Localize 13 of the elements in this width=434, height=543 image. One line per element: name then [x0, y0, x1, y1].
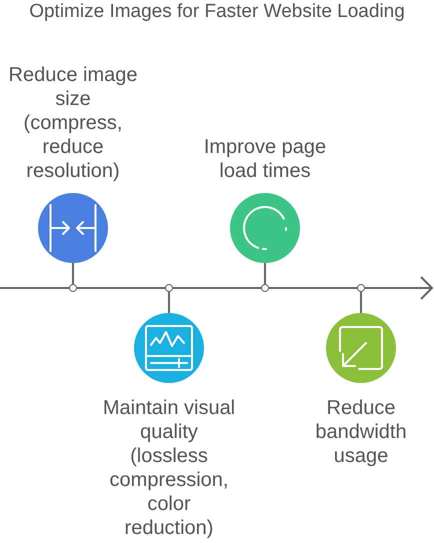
step-description: Reduce bandwidth usage	[314, 396, 408, 468]
step-description: Maintain visual quality (lossless compression, color reduction)	[102, 396, 236, 540]
timeline-dot	[261, 284, 269, 292]
connector-line	[72, 263, 74, 284]
connector-line	[168, 292, 170, 313]
timeline-dot	[357, 284, 365, 292]
diagram-title: Optimize Images for Faster Website Loading	[28, 0, 406, 24]
connector-line	[360, 292, 362, 313]
connector-line	[264, 263, 266, 284]
timeline-dot	[69, 284, 77, 292]
step-description: Improve page load times	[202, 135, 328, 183]
step-description: Reduce image size (compress, reduce resolution)	[8, 63, 138, 183]
timeline-dot	[165, 284, 173, 292]
